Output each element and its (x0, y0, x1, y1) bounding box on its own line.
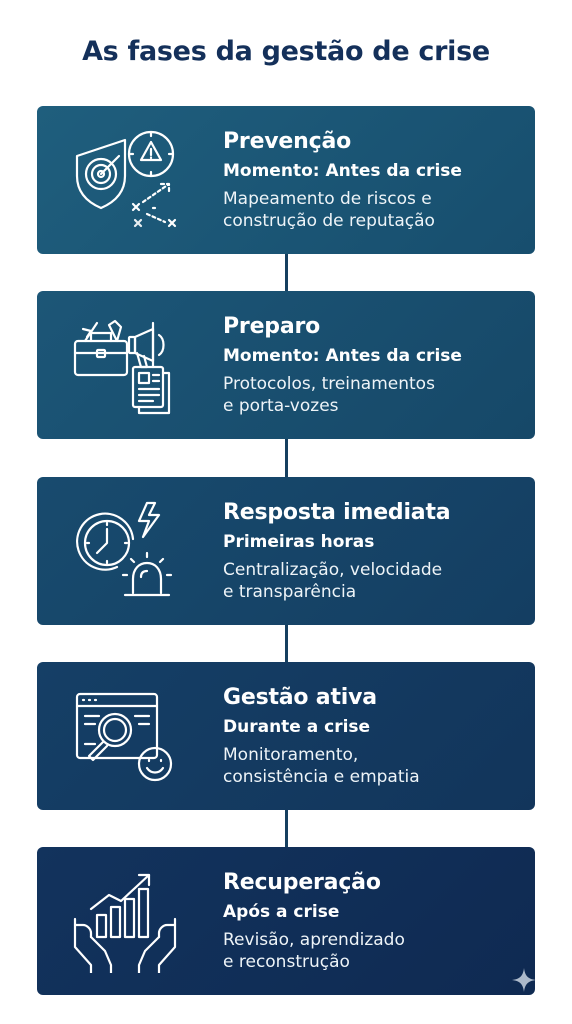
connector-line (285, 438, 288, 479)
phase-description-line: Protocolos, treinamentos (223, 374, 435, 394)
clock-alarm-light-icon (69, 499, 181, 603)
phase-moment: Após a crise (223, 902, 340, 922)
phase-description: Protocolos, treinamentos e porta-vozes (223, 373, 523, 417)
connector-line (285, 624, 288, 664)
phase-moment: Momento: Antes da crise (223, 161, 462, 181)
phase-card-prevencao: Prevenção Momento: Antes da crise Mapeam… (37, 106, 535, 254)
phase-title: Prevenção (223, 129, 352, 154)
browser-magnifier-smiley-icon (69, 684, 181, 788)
phase-moment: Durante a crise (223, 717, 371, 737)
page-title: As fases da gestão de crise (82, 36, 490, 67)
connector-line (285, 809, 288, 849)
phase-description: Monitoramento, consistência e empatia (223, 744, 523, 788)
phase-card-recuperacao: Recuperação Após a crise Revisão, aprend… (37, 847, 535, 995)
phase-description-line: e transparência (223, 582, 357, 602)
phase-description-line: e reconstrução (223, 952, 350, 972)
connector-line (285, 253, 288, 293)
phase-card-resposta-imediata: Resposta imediata Primeiras horas Centra… (37, 477, 535, 625)
phase-description-line: construção de reputação (223, 211, 435, 231)
phase-description-line: Centralização, velocidade (223, 560, 443, 580)
phase-description-line: Revisão, aprendizado (223, 930, 405, 950)
phase-description: Mapeamento de riscos e construção de rep… (223, 188, 523, 232)
phase-card-preparo: Preparo Momento: Antes da crise Protocol… (37, 291, 535, 439)
sparkle-icon (512, 968, 536, 992)
phase-title: Resposta imediata (223, 500, 451, 525)
hands-growth-chart-icon (69, 869, 181, 973)
phase-description-line: consistência e empatia (223, 767, 420, 787)
phase-description-line: e porta-vozes (223, 396, 339, 416)
phase-moment: Primeiras horas (223, 532, 375, 552)
shield-radar-alert-icon (69, 128, 181, 232)
phase-title: Recuperação (223, 870, 381, 895)
phase-description: Revisão, aprendizado e reconstrução (223, 929, 523, 973)
phase-description-line: Monitoramento, (223, 745, 359, 765)
phase-card-gestao-ativa: Gestão ativa Durante a crise Monitoramen… (37, 662, 535, 810)
toolbox-megaphone-document-icon (69, 313, 181, 417)
phase-title: Preparo (223, 314, 321, 339)
phase-description-line: Mapeamento de riscos e (223, 189, 432, 209)
phase-moment: Momento: Antes da crise (223, 346, 462, 366)
phase-description: Centralização, velocidade e transparênci… (223, 559, 523, 603)
phase-title: Gestão ativa (223, 685, 377, 710)
